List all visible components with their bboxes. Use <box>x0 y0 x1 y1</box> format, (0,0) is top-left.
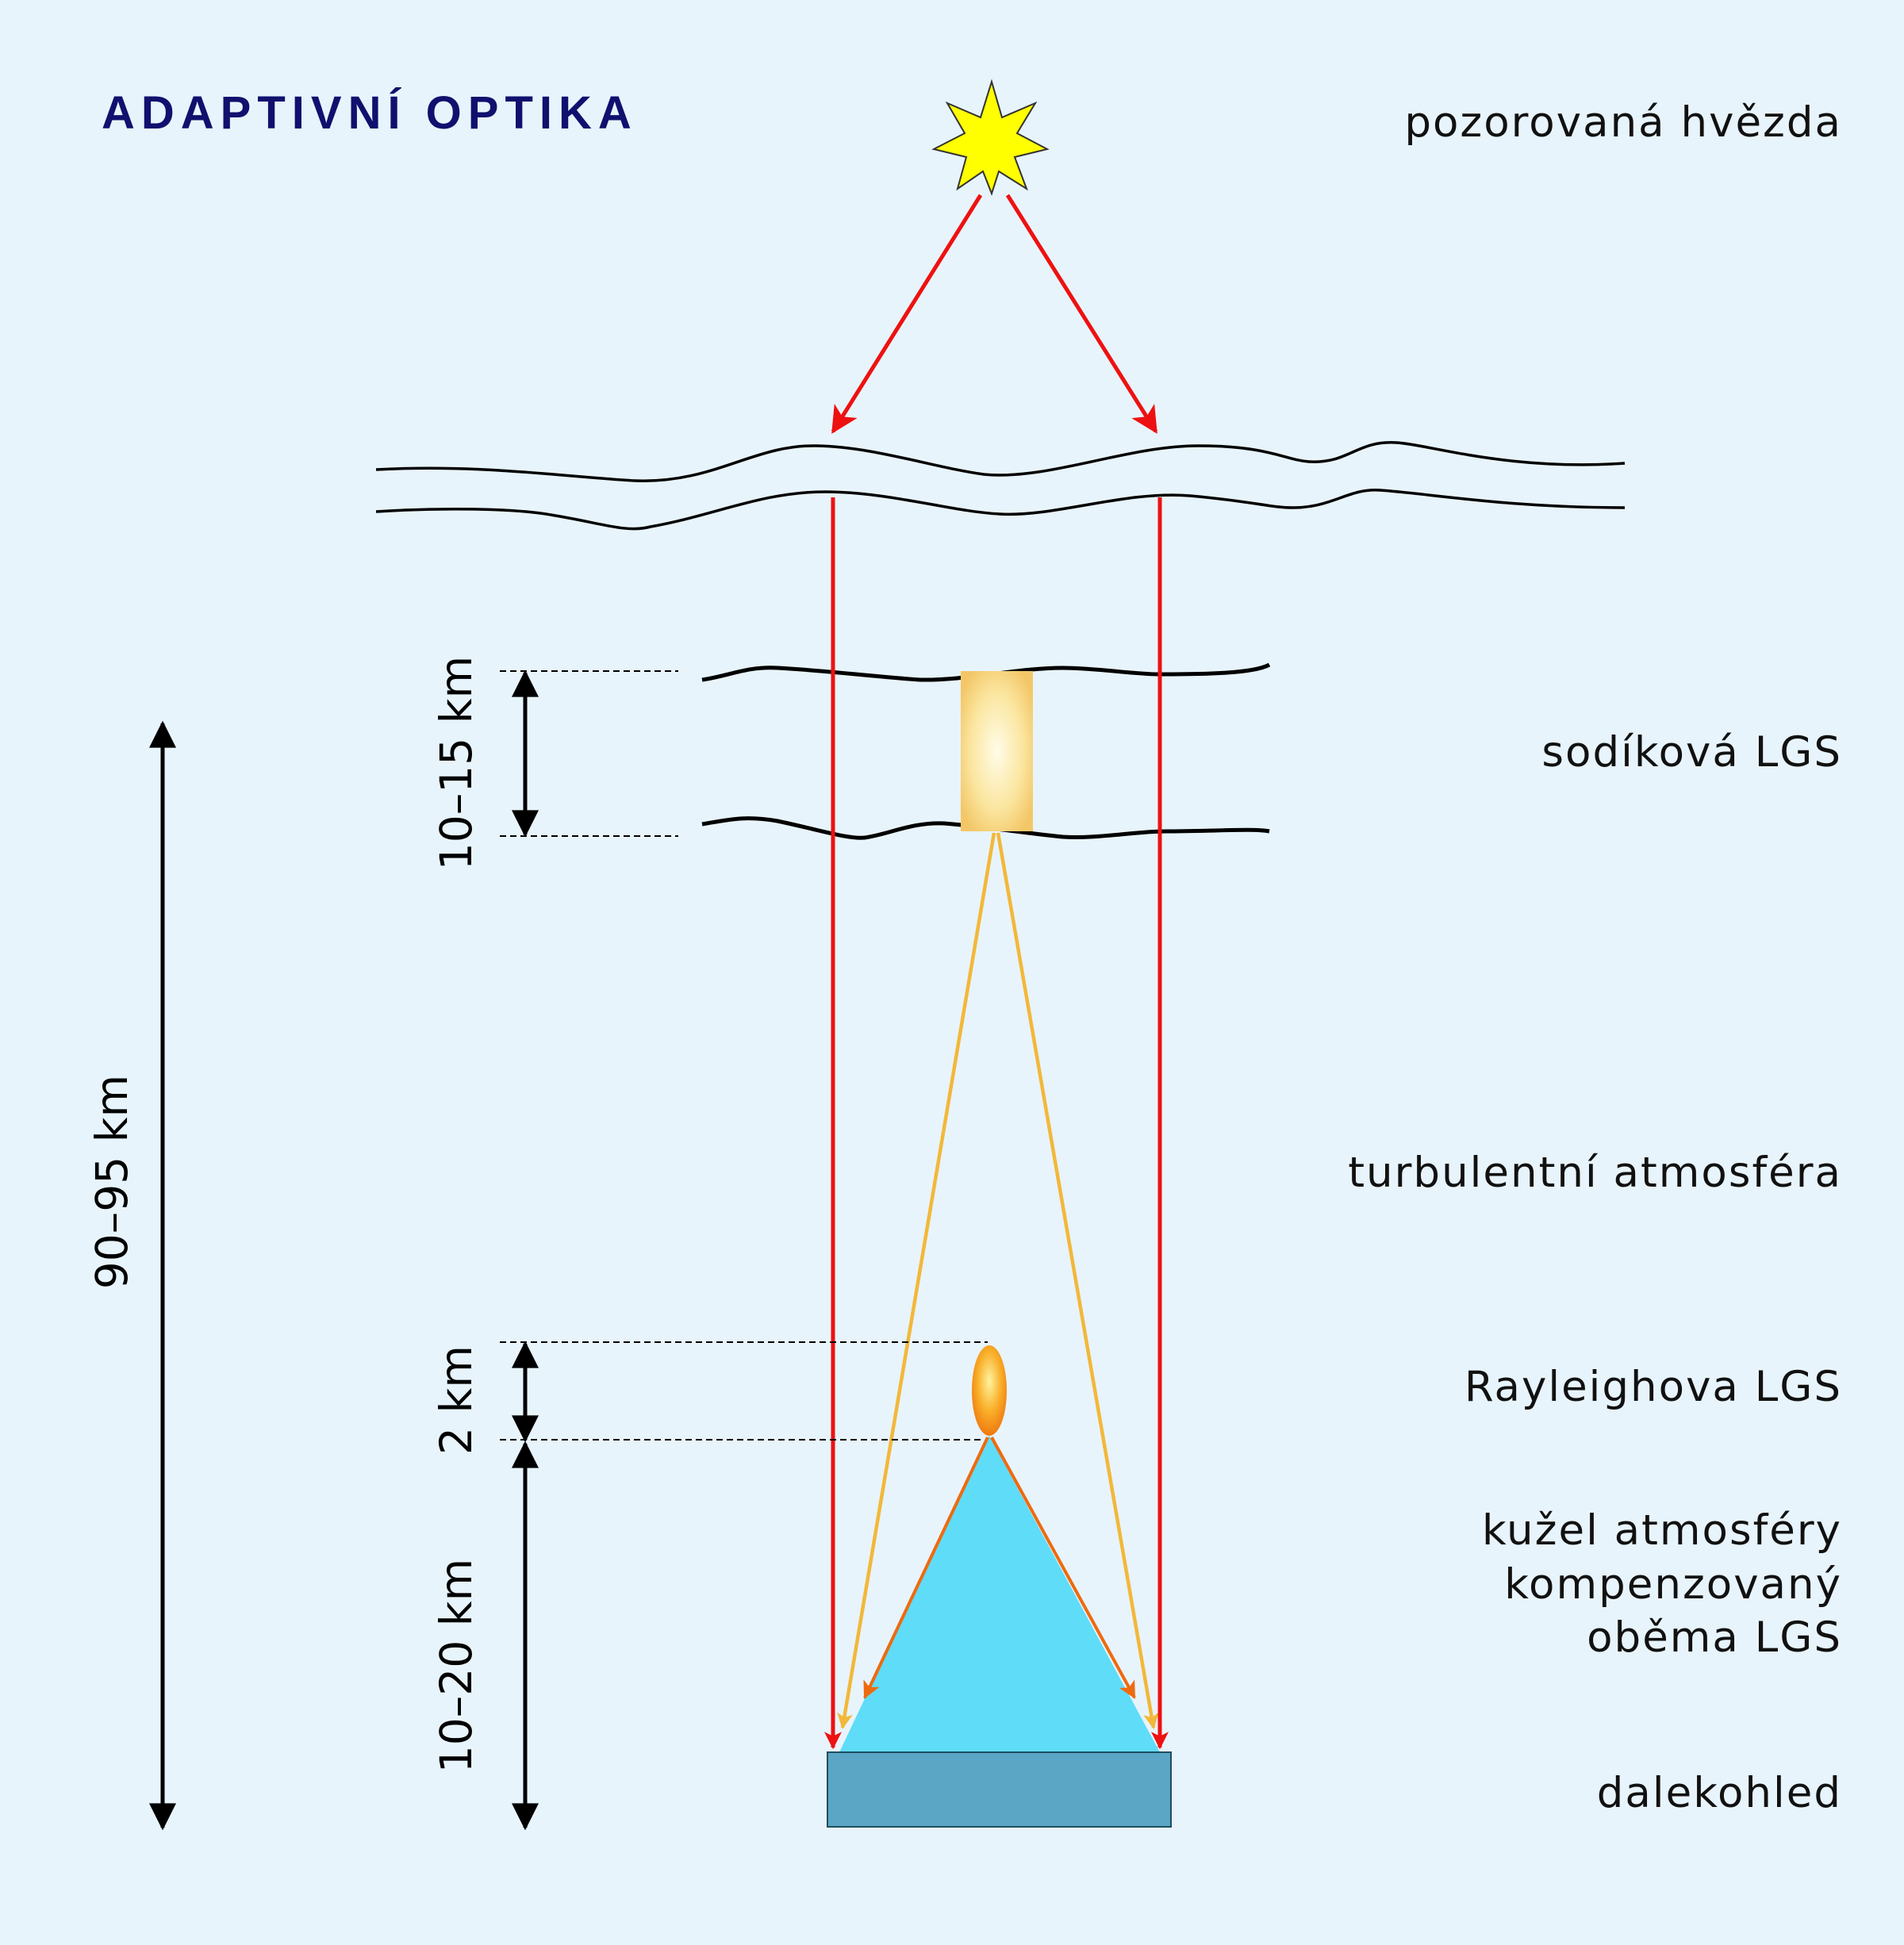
sodium-lgs-label: sodíková LGS <box>1541 728 1842 777</box>
cone-label-line2: kompenzovaný <box>1504 1560 1842 1609</box>
rayleigh-lgs-glow <box>972 1345 1007 1436</box>
turbulent-atmosphere-label: turbulentní atmosféra <box>1348 1149 1842 1197</box>
rayleigh-lgs-label: Rayleighova LGS <box>1464 1363 1842 1411</box>
sodium-lgs-glow <box>961 671 1033 831</box>
star-label: pozorovaná hvězda <box>1404 98 1842 147</box>
star-ray-left-arrow <box>833 195 981 432</box>
sodium-layer-label: 10–15 km <box>431 656 482 870</box>
atmosphere-boundary-upper <box>376 443 1625 481</box>
rayleigh-height-label: 10–20 km <box>431 1559 482 1773</box>
total-height-label: 90–95 km <box>86 1075 137 1289</box>
star-ray-right-arrow <box>1008 195 1156 432</box>
rayleigh-extent-label: 2 km <box>431 1345 482 1455</box>
cone-label-line3: oběma LGS <box>1587 1613 1842 1662</box>
telescope-label: dalekohled <box>1597 1769 1842 1817</box>
cone-label-line1: kužel atmosféry <box>1482 1506 1842 1555</box>
diagram-title: ADAPTIVNÍ OPTIKA <box>102 87 638 139</box>
telescope-icon <box>827 1752 1171 1827</box>
atmosphere-boundary-lower <box>376 490 1625 529</box>
star-icon <box>934 82 1047 194</box>
